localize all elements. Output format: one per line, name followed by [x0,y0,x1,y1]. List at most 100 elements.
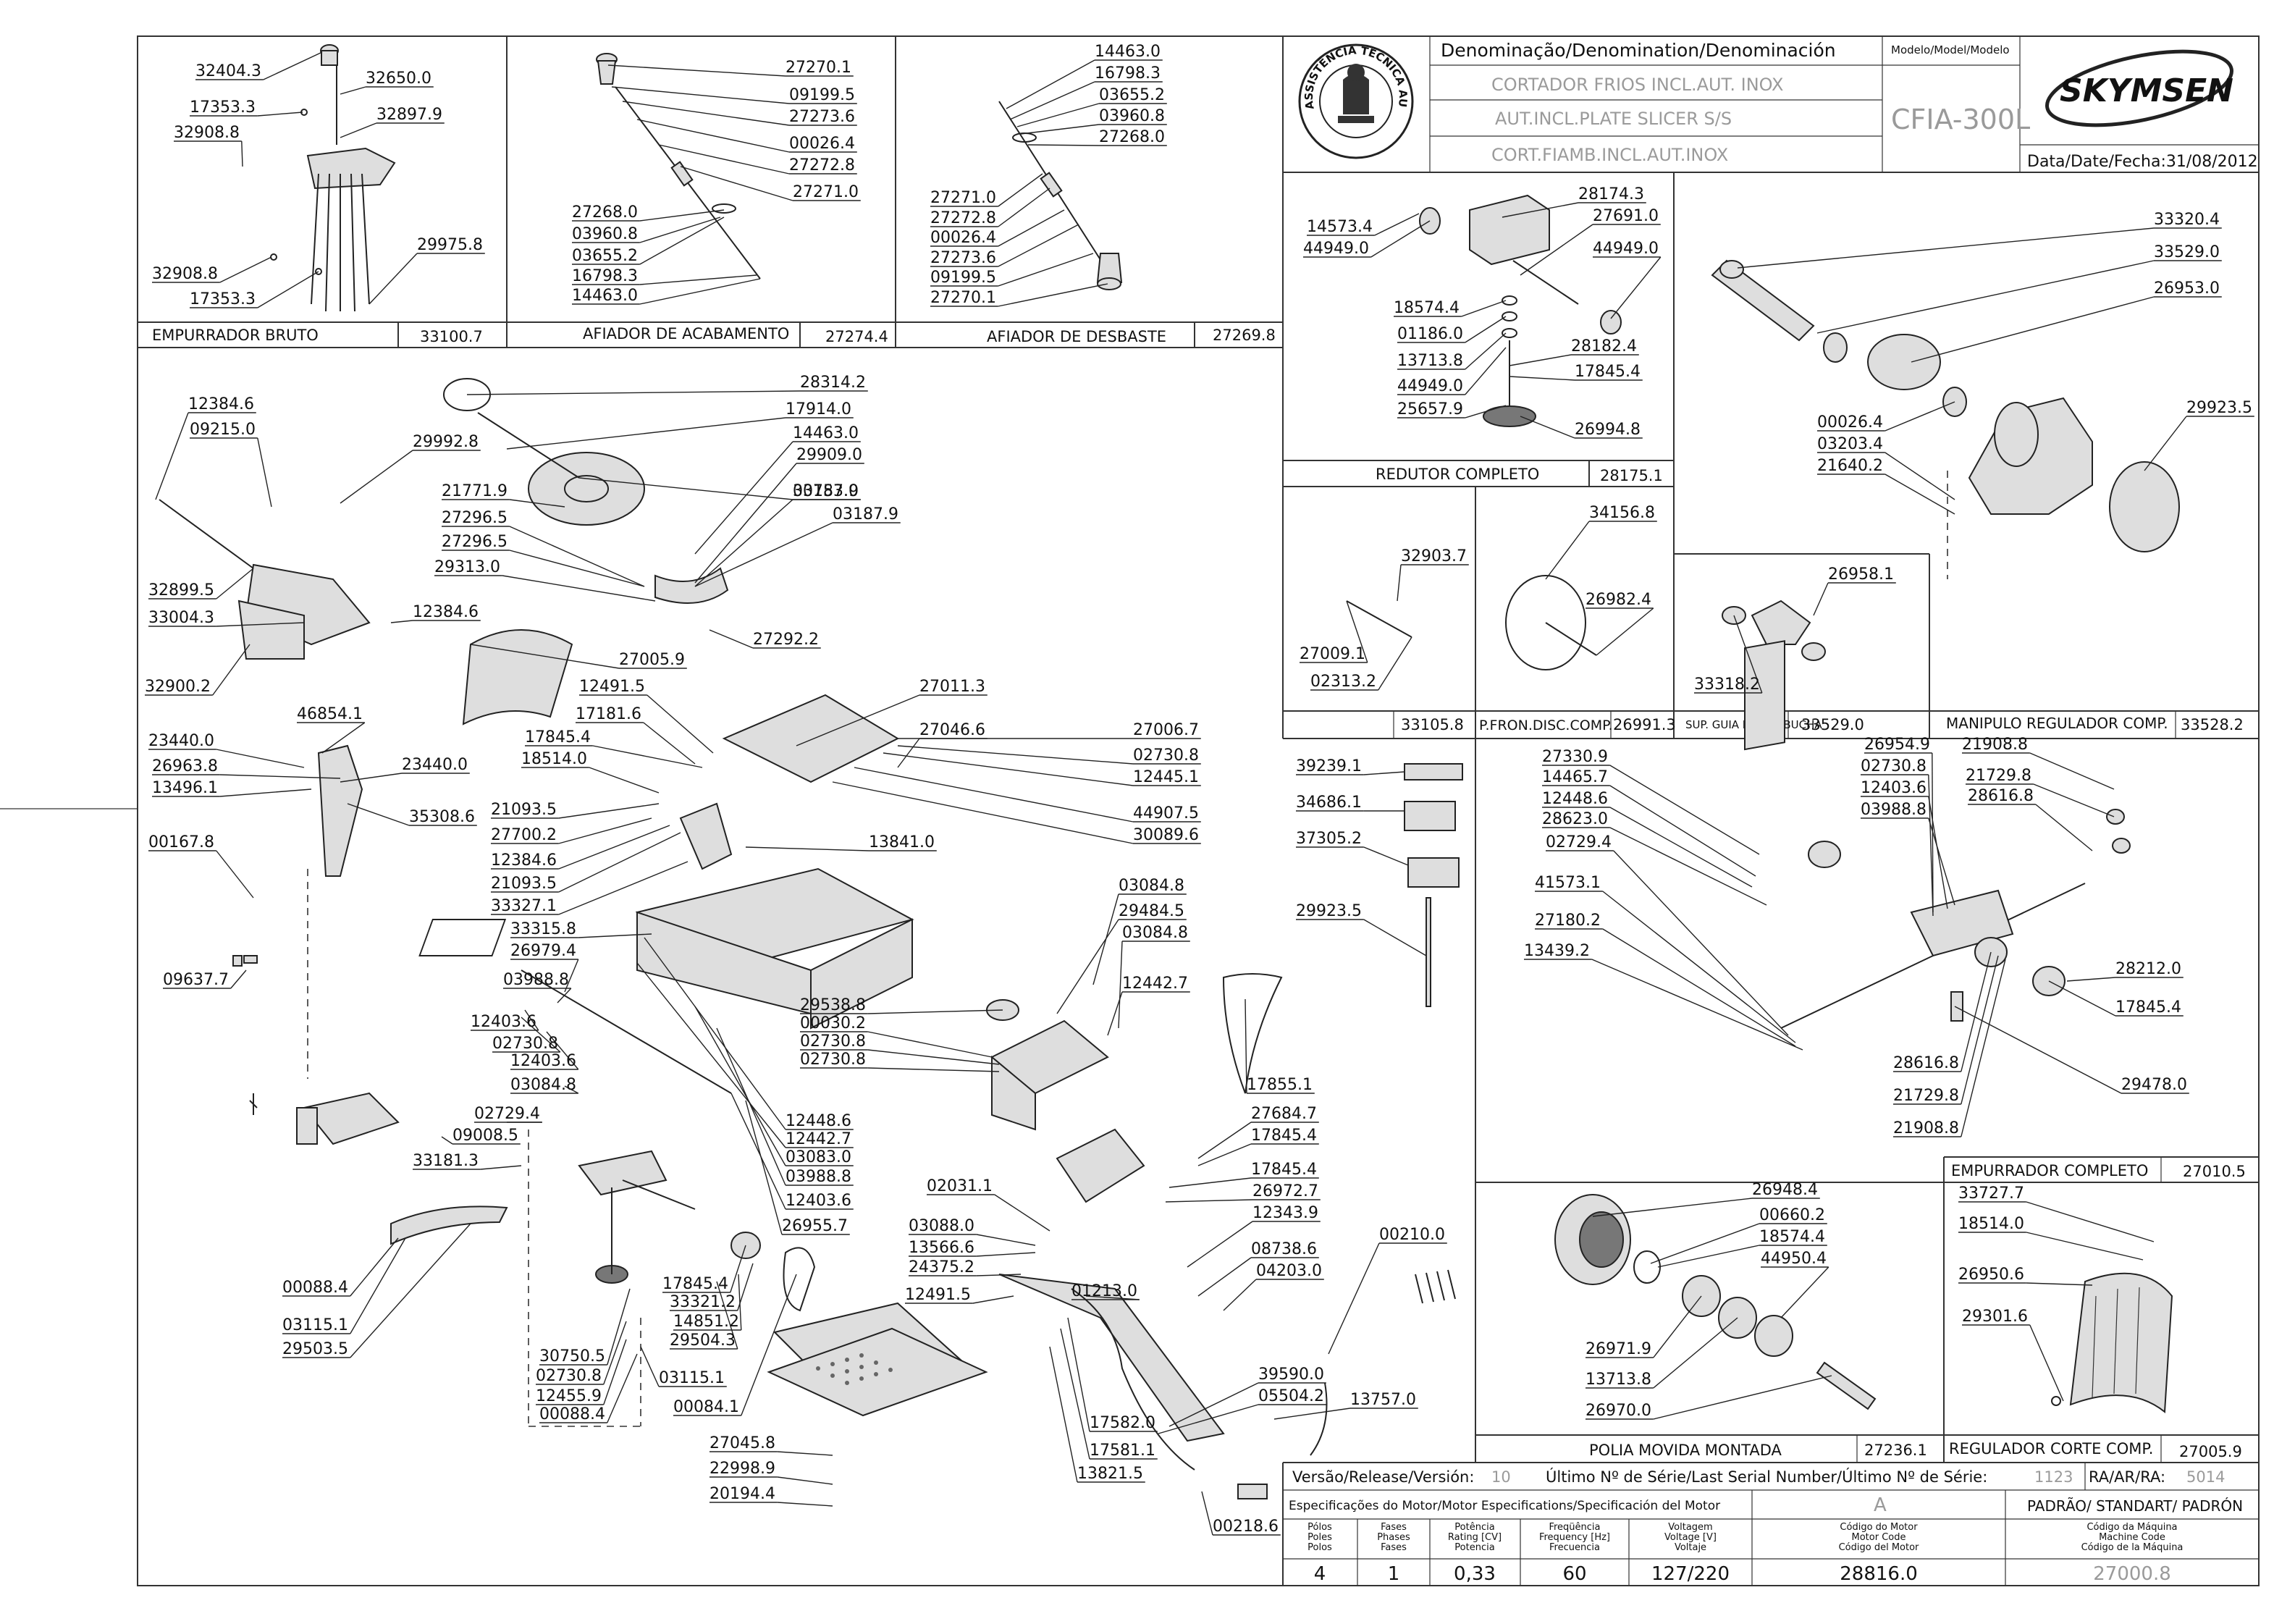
leader-line [592,745,703,768]
part-number-label: 29992.8 [413,433,479,451]
leader-line [867,1049,1000,1065]
part-number-label: 27270.1 [930,289,996,307]
leader-line [1223,1279,1257,1311]
leader-line [219,774,341,779]
part-number-label: 12403.6 [471,1013,536,1031]
leader-line [1067,1317,1090,1432]
part-number-label: 17181.6 [576,705,641,723]
part-number-label: 02730.8 [800,1051,866,1069]
part-number-label: 28212.0 [2115,960,2181,978]
motor-variant-standard: PADRÃO/ STANDART/ PADRÓN [2027,1497,2243,1515]
part-number-label: 21729.8 [1893,1087,1959,1105]
part-number-label: 24375.2 [909,1258,974,1276]
leader-line [639,216,721,243]
part-number-label: 12343.9 [1252,1204,1318,1222]
part-number-label: 26958.1 [1828,565,1894,584]
leader-line [998,188,1050,227]
leader-line [1885,474,1955,515]
afiador-desbaste-drawing [998,101,1123,290]
leader-line [1197,1257,1252,1297]
empurrador-bruto-drawing [270,44,396,312]
leader-line [1733,615,1763,694]
motor-value: 60 [1562,1563,1586,1585]
part-number-label: 27005.9 [619,651,685,669]
version-label: Versão/Release/Versión: [1292,1468,1474,1486]
leader-line [694,522,833,587]
part-number-label: 12442.7 [1122,975,1188,993]
leader-line [998,173,1043,207]
motor-col-header: Poles [1307,1532,1332,1543]
leader-line [1006,59,1095,109]
motor-col-header: Voltage [V] [1664,1532,1717,1543]
part-number-label: 27272.8 [930,209,996,227]
leader-line [777,1451,833,1456]
leader-line [854,767,1134,822]
assembly-name: REGULADOR CORTE COMP. [1949,1440,2153,1457]
motor-col-header: Código da Máquina [2086,1522,2177,1533]
skymsen-logo: SKYMSEN [2045,49,2233,127]
part-number-label: 27330.9 [1542,748,1608,766]
leader-line [1609,785,1756,877]
name-pt: CORTADOR FRIOS INCL.AUT. INOX [1491,75,1783,95]
leader-line [216,568,254,599]
part-number-label: 09199.5 [930,269,996,287]
part-number-label: 02730.8 [800,1032,866,1051]
leader-line [350,1237,399,1297]
leader-line [2035,804,2093,851]
part-number-label: 03655.2 [1099,86,1165,104]
part-number-label: 21093.5 [491,801,557,819]
part-number-label: 13439.2 [1524,942,1590,960]
leader-line [340,86,366,95]
part-number-label: 27009.1 [1300,645,1365,663]
part-number-label: 32404.3 [195,62,261,80]
leader-line [1502,202,1579,218]
part-number-label: 33318.2 [1694,676,1760,694]
leader-line [546,1031,579,1070]
leader-line [636,962,786,1148]
leader-line [2048,980,2116,1017]
part-number-label: 29301.6 [1962,1308,2028,1326]
leader-line [1273,1408,1351,1420]
leader-line [1596,607,1654,656]
part-number-label: 14463.0 [572,287,638,305]
leader-line [558,832,681,893]
leader-line [644,937,786,1130]
leader-line [1928,796,1948,909]
part-number-label: 17845.4 [1251,1161,1317,1179]
part-number-label: 03988.8 [1861,801,1926,819]
part-number-label: 03084.8 [1119,877,1184,895]
leader-line [1158,1404,1259,1434]
leader-line [219,788,312,797]
part-number-label: 18574.4 [1759,1228,1825,1246]
part-number-label: 27292.2 [753,631,819,649]
leader-line [998,283,1108,307]
part-number-label: 35308.6 [409,808,475,826]
part-number-label: 02031.1 [927,1177,993,1195]
serial-label: Último Nº de Série/Last Serial Number/Úl… [1546,1468,1987,1486]
leader-line [745,846,869,851]
motor-col-header: Código do Motor [1840,1522,1918,1533]
leader-line [1465,316,1507,343]
part-number-label: 34156.8 [1589,504,1655,522]
leader-line [998,224,1079,267]
release-table: Versão/Release/Versión: 10 Último Nº de … [1289,1468,2243,1516]
part-number-label: 13566.6 [909,1239,974,1257]
leader-line [883,752,1134,786]
leader-line [607,1353,638,1423]
part-number-label: 26950.6 [1958,1266,2024,1284]
name-en: AUT.INCL.PLATE SLICER S/S [1495,109,1732,129]
leader-line [611,86,790,104]
leader-line [1780,1266,1829,1318]
leader-line [1509,354,1572,366]
part-number-label: 13496.1 [152,779,218,797]
leader-line [1465,347,1507,395]
leader-line [716,1281,738,1350]
leader-line [1197,1143,1252,1166]
assembly-name: AFIADOR DE ACABAMENTO [583,325,789,342]
part-number-label: 27296.5 [442,533,508,551]
leader-line [347,803,410,826]
motor-col-header: Fases [1381,1522,1407,1533]
part-number-label: 29504.3 [670,1331,736,1350]
motor-col-header: Motor Code [1852,1532,1906,1543]
leader-line [1602,891,1796,1043]
